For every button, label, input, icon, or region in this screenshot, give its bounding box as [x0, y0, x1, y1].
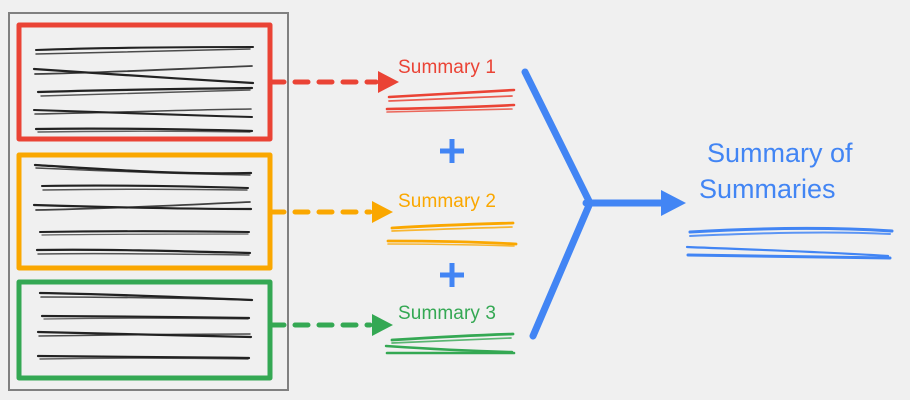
doc-section-2[interactable]	[16, 152, 273, 271]
final-summary-title-line-2: Summaries	[699, 174, 836, 204]
arrow-summary-1	[268, 71, 399, 93]
arrow-summary-2	[268, 201, 393, 223]
arrow-summary-3-head	[372, 314, 393, 336]
plus-2-icon	[440, 263, 464, 287]
doc-section-3[interactable]	[16, 279, 273, 381]
summary-2-label: Summary 2	[398, 191, 497, 212]
summary-3-scribble	[384, 332, 516, 355]
arrow-summary-2-head	[372, 201, 393, 223]
arrow-summary-1-head	[378, 71, 399, 93]
arrow-merge-head	[661, 190, 686, 216]
summary-2-scribble	[386, 221, 518, 247]
plus-1-icon	[440, 139, 464, 163]
source-documents-container	[8, 12, 289, 391]
summary-1-scribble	[385, 88, 516, 113]
arrow-merge-branch-top	[521, 68, 594, 207]
arrow-summary-3	[268, 314, 393, 336]
doc-section-1-text-lines	[32, 45, 255, 133]
doc-section-3-text-lines	[36, 291, 254, 360]
doc-section-2-text-lines	[32, 163, 253, 256]
doc-section-1[interactable]	[16, 22, 273, 142]
summary-3-label: Summary 3	[398, 303, 497, 324]
summary-1-label: Summary 1	[398, 57, 497, 78]
arrow-merge	[521, 68, 686, 340]
final-summary-title-line-1: Summary of	[707, 138, 853, 168]
arrow-merge-branch-bottom	[529, 199, 594, 340]
final-summary-scribble	[685, 226, 894, 260]
doc-section-3-border	[16, 279, 273, 381]
